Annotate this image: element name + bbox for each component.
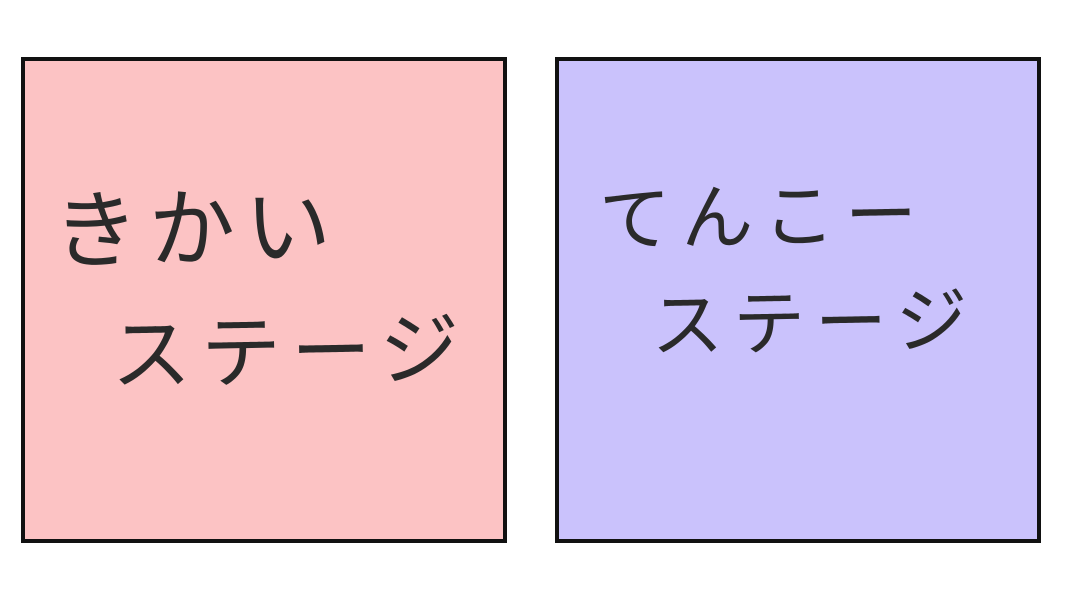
panel-right-line-1: てんこー [598,172,928,262]
panel-left-line-1: きかい [52,177,342,283]
panel-left-line-2: ステージ [110,302,471,403]
panel-right-stage: てんこー ステージ [555,57,1041,543]
panel-right-line-2: ステージ [650,278,979,368]
panel-left-stage: きかい ステージ [21,57,507,543]
